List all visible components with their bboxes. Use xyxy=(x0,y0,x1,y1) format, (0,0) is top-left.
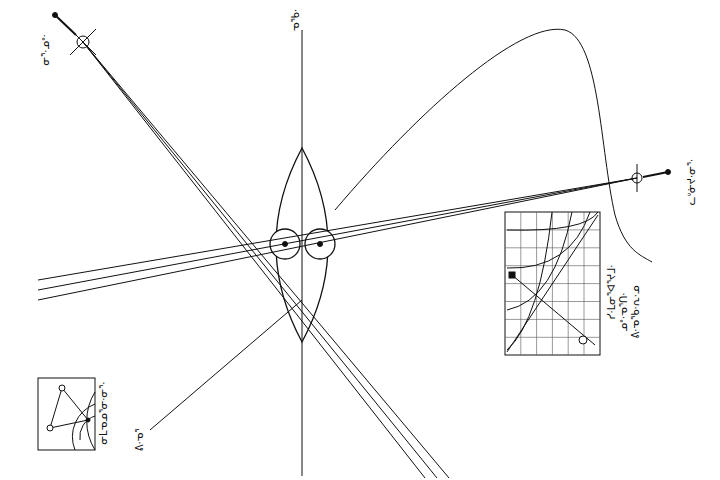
ray-label: ᕕ·ᓀᕐ xyxy=(135,428,145,453)
inset-note: ᕕ·ᓀᕐᑲ·ᕆ·ᓄ xyxy=(631,284,641,339)
grid-inset xyxy=(505,212,600,355)
ray-line xyxy=(150,300,302,430)
ray-bundle xyxy=(83,42,449,478)
inset-note: ᓯ·ᒪᓂᕐᐊᕐᔪᒧ· xyxy=(607,264,617,321)
profile-curve xyxy=(335,29,652,262)
inset-note: ᓄᐤ·ᓀᕐᑎ· xyxy=(619,292,629,333)
small-inset xyxy=(38,378,95,450)
axis-line xyxy=(302,30,303,476)
source-label: ᓂᕐ·ᓄᐤᐧ xyxy=(41,34,51,67)
target-symbol xyxy=(632,164,671,192)
axis-label: ᓀᕐᑲ· xyxy=(291,8,301,32)
target-symbol xyxy=(53,13,97,56)
inset-title: ᓂᒪᓀᓄᕐᓂ·ᓂᕐ· xyxy=(99,381,109,446)
source-label: ᓚᐡᓃᔪ·ᓂᕐ· xyxy=(687,158,697,206)
lens-outline xyxy=(276,148,328,342)
